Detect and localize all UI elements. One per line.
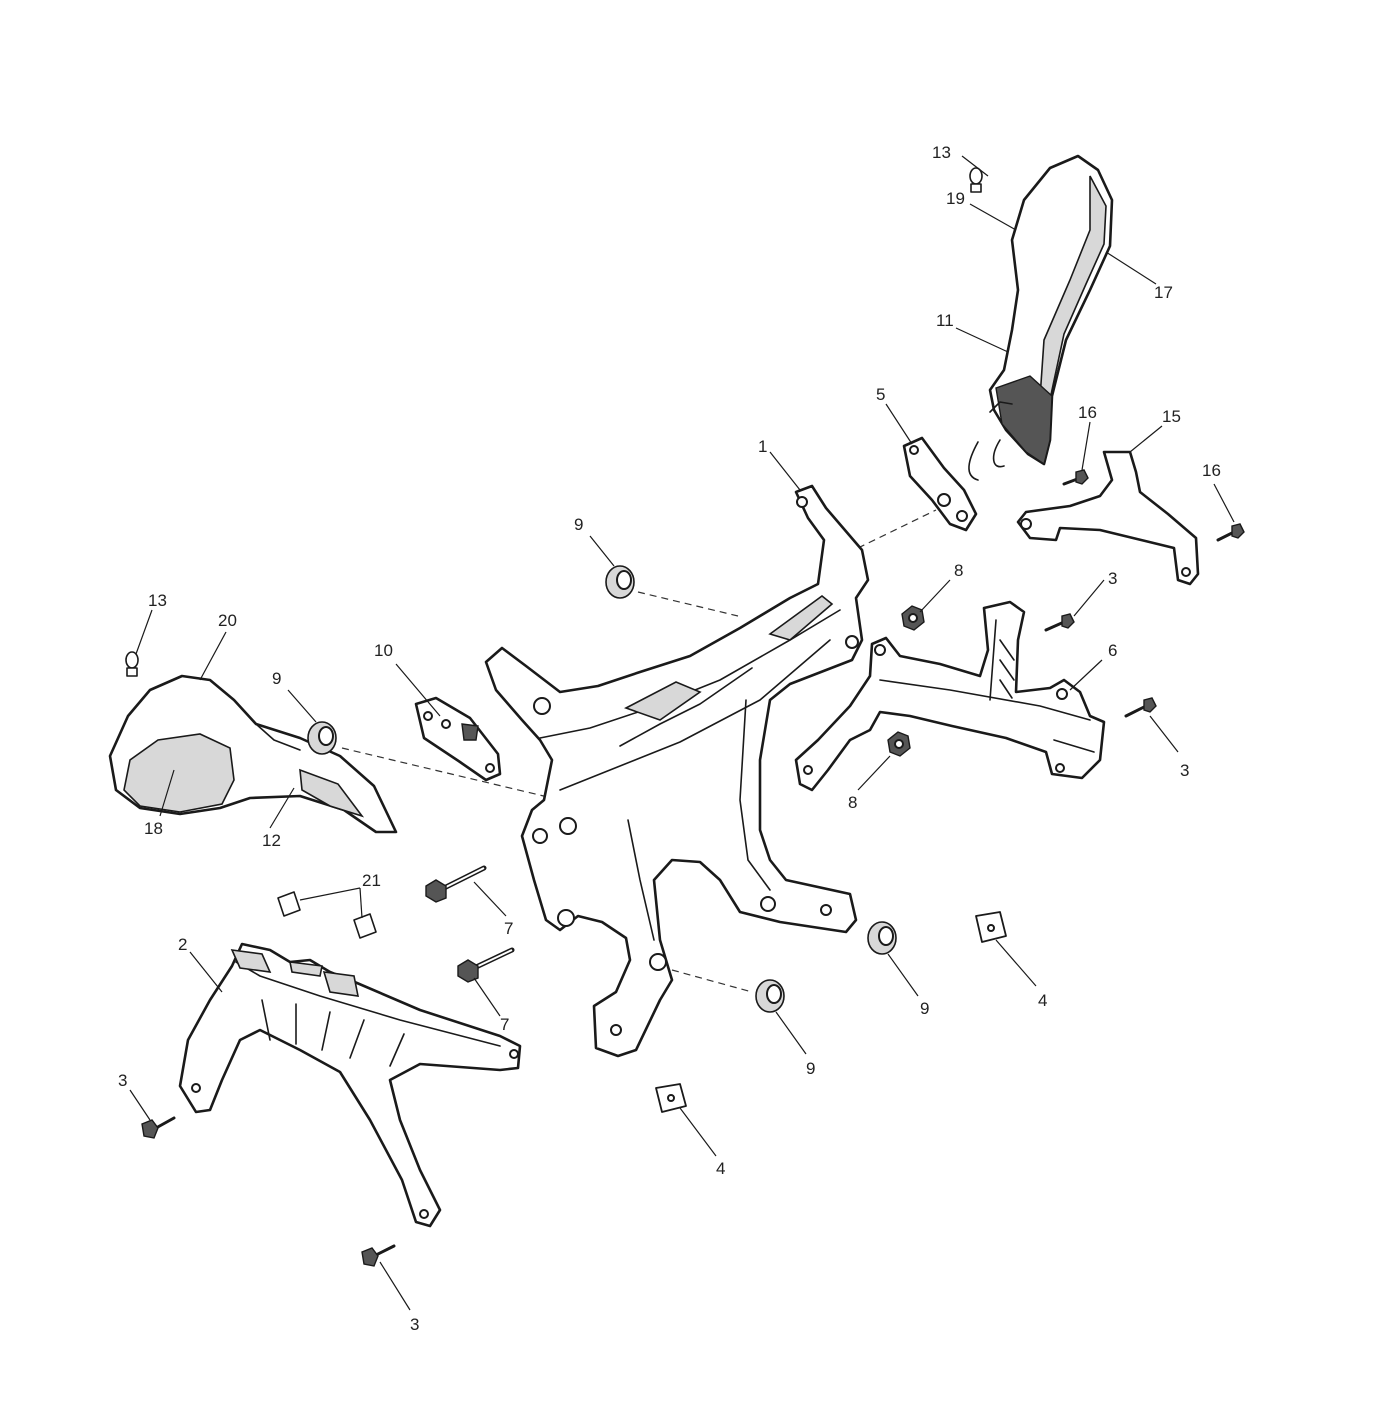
screw-3-left	[141, 1116, 176, 1139]
clip-4-bottom	[655, 1083, 687, 1113]
bolt-7-upper	[425, 865, 487, 903]
callout-18: 18	[144, 819, 163, 838]
callout-6: 6	[1108, 641, 1117, 660]
grommet-9-left	[307, 721, 337, 755]
grommet-9-right	[867, 921, 897, 955]
part-1-main-frame	[484, 484, 870, 1058]
callout-16-right: 16	[1202, 461, 1221, 480]
callout-17: 17	[1154, 283, 1173, 302]
callout-9-top: 9	[574, 515, 583, 534]
callout-2: 2	[178, 935, 187, 954]
callout-9-left: 9	[272, 669, 281, 688]
callout-8-bottom: 8	[848, 793, 857, 812]
callout-3-right-top: 3	[1108, 569, 1117, 588]
screw-3-right-top	[1044, 613, 1075, 632]
callout-12: 12	[262, 831, 281, 850]
callout-7-upper: 7	[504, 919, 513, 938]
callout-1: 1	[758, 437, 767, 456]
callout-9-right: 9	[920, 999, 929, 1018]
right-mirror-assembly	[968, 154, 1114, 481]
clip-4-right	[975, 911, 1007, 943]
callout-3-left: 3	[118, 1071, 127, 1090]
left-mirror-assembly	[108, 674, 398, 834]
screw-3-right-bottom	[1124, 697, 1157, 718]
part-5-link-plate	[902, 436, 978, 532]
callout-3-right-bottom: 3	[1180, 761, 1189, 780]
callout-10: 10	[374, 641, 393, 660]
callout-9-bottom: 9	[806, 1059, 815, 1078]
callout-8-top: 8	[954, 561, 963, 580]
callout-4-bottom: 4	[716, 1159, 725, 1178]
callout-16-upper: 16	[1078, 403, 1097, 422]
part-6-cross-bracket	[794, 600, 1106, 792]
bulb-13-left	[125, 651, 139, 677]
part-15-mirror-bracket	[1016, 450, 1200, 586]
screw-3-bottom	[361, 1244, 396, 1267]
callout-7-lower: 7	[500, 1015, 509, 1034]
grommet-9-bottom	[755, 979, 785, 1013]
clip-21-a	[277, 891, 301, 917]
callout-20: 20	[218, 611, 237, 630]
bulb-13-right	[969, 167, 983, 193]
callout-15: 15	[1162, 407, 1181, 426]
callout-13-right: 13	[932, 143, 951, 162]
callout-19: 19	[946, 189, 965, 208]
clip-21-b	[353, 913, 377, 939]
callout-13-left: 13	[148, 591, 167, 610]
callout-labels: 1 2 3 3 3 3 4 4 5 6 7 7 8 8 9 9 9 9 10 1…	[118, 143, 1221, 1334]
part-2-lower-bracket	[178, 942, 522, 1228]
grommet-9-top	[605, 565, 635, 599]
callout-3-bottom: 3	[410, 1315, 419, 1334]
bolt-7-lower	[457, 947, 515, 983]
callout-21: 21	[362, 871, 381, 890]
callout-5: 5	[876, 385, 885, 404]
nut-8-top	[901, 605, 925, 631]
part-10-plate	[414, 696, 502, 782]
nut-8-bottom	[887, 731, 911, 757]
callout-4-right: 4	[1038, 991, 1047, 1010]
screw-16-right	[1216, 523, 1245, 542]
screw-16-upper	[1062, 469, 1089, 486]
leader-lines	[129, 155, 1235, 1311]
hardware	[125, 167, 1245, 1267]
assembly-lines	[341, 509, 937, 993]
callout-11: 11	[936, 311, 954, 330]
